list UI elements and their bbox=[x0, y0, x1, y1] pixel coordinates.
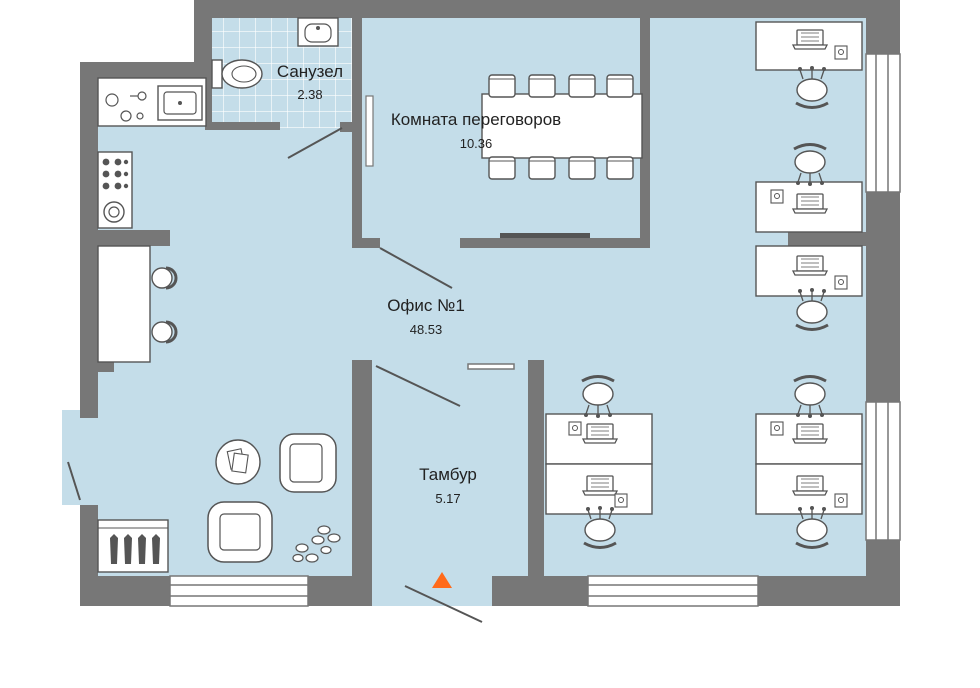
room-area: 10.36 bbox=[459, 136, 493, 151]
plant-icon bbox=[292, 525, 341, 563]
desk bbox=[755, 463, 863, 515]
room-name: Тамбур bbox=[419, 465, 477, 484]
room-label-meeting: Комната переговоров 10.36 bbox=[376, 110, 576, 151]
doors bbox=[67, 95, 483, 623]
room-name: Комната переговоров bbox=[390, 110, 562, 129]
entrance-arrow-icon bbox=[432, 572, 452, 588]
room-label-bathroom: Санузел 2.38 bbox=[265, 62, 355, 102]
toilet-icon bbox=[211, 59, 263, 89]
windows bbox=[169, 53, 901, 607]
desk bbox=[755, 21, 863, 71]
coffee-table bbox=[215, 439, 261, 485]
meeting-table bbox=[481, 93, 643, 159]
room-area: 2.38 bbox=[297, 87, 323, 102]
room-area: 5.17 bbox=[435, 491, 461, 506]
room-area: 48.53 bbox=[409, 322, 443, 337]
stove-icon bbox=[97, 151, 133, 229]
shoe-rack bbox=[97, 519, 169, 573]
desk bbox=[755, 181, 863, 233]
armchair-icon bbox=[207, 501, 273, 563]
room-name: Офис №1 bbox=[387, 296, 465, 315]
desk bbox=[545, 463, 653, 515]
armchair-icon bbox=[279, 433, 337, 493]
desk bbox=[755, 245, 863, 297]
desk bbox=[755, 413, 863, 465]
desk bbox=[545, 413, 653, 465]
room-label-office: Офис №1 48.53 bbox=[376, 296, 476, 337]
bar-stool bbox=[150, 266, 178, 290]
bar-counter bbox=[97, 245, 151, 363]
sink-icon bbox=[157, 85, 203, 121]
bar-stool bbox=[150, 320, 178, 344]
room-name: Санузел bbox=[276, 62, 344, 81]
room-label-vestibule: Тамбур 5.17 bbox=[408, 465, 488, 506]
walls bbox=[80, 0, 900, 606]
wall-highlights bbox=[467, 233, 590, 370]
sink-icon bbox=[297, 17, 339, 47]
